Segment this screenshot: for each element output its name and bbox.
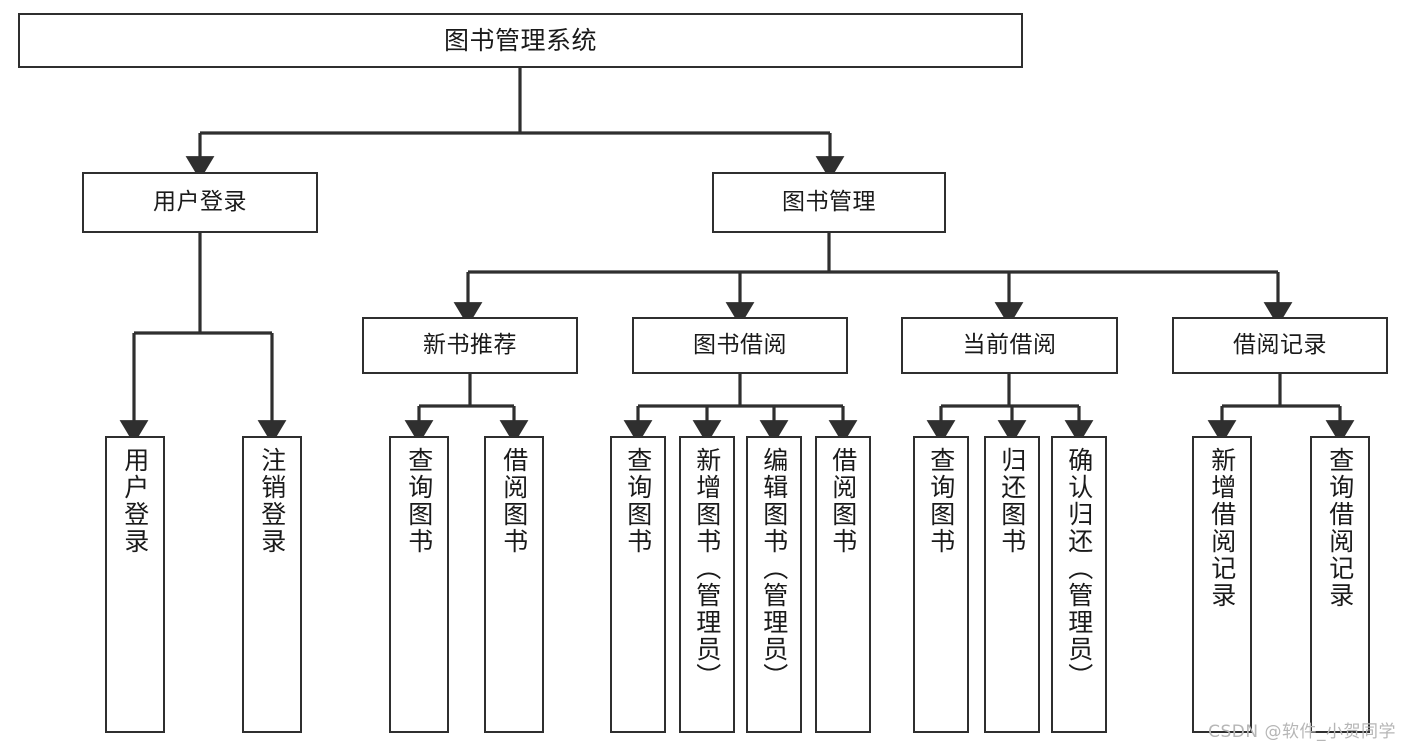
leaf-node-label: 查询图书 (404, 447, 434, 555)
leaf-node[interactable]: 编辑图书（管理员） (746, 436, 802, 733)
leaf-node-label: 查询借阅记录 (1325, 447, 1355, 609)
leaf-node-label: 确认归还（管理员） (1064, 447, 1094, 690)
leaf-node-label: 查询图书 (623, 447, 653, 555)
node-new-book-recommend[interactable]: 新书推荐 (362, 317, 578, 374)
leaf-node[interactable]: 归还图书 (984, 436, 1040, 733)
leaf-node[interactable]: 新增图书（管理员） (679, 436, 735, 733)
leaf-node[interactable]: 新增借阅记录 (1192, 436, 1252, 733)
leaf-node[interactable]: 查询图书 (389, 436, 449, 733)
node-book-management-label: 图书管理 (782, 188, 876, 215)
node-user-login[interactable]: 用户登录 (82, 172, 318, 233)
leaf-node-label: 查询图书 (926, 447, 956, 555)
node-book-management[interactable]: 图书管理 (712, 172, 946, 233)
leaf-node-label: 编辑图书（管理员） (759, 447, 789, 690)
leaf-node[interactable]: 借阅图书 (815, 436, 871, 733)
node-root[interactable]: 图书管理系统 (18, 13, 1023, 68)
leaf-node[interactable]: 查询借阅记录 (1310, 436, 1370, 733)
leaf-node[interactable]: 查询图书 (913, 436, 969, 733)
leaf-node-label: 新增图书（管理员） (692, 447, 722, 690)
node-borrow-records[interactable]: 借阅记录 (1172, 317, 1388, 374)
node-current-borrow-label: 当前借阅 (962, 331, 1057, 358)
node-new-book-recommend-label: 新书推荐 (423, 331, 517, 358)
node-borrow-records-label: 借阅记录 (1233, 331, 1327, 358)
leaf-node[interactable]: 确认归还（管理员） (1051, 436, 1107, 733)
node-root-label: 图书管理系统 (443, 25, 597, 55)
leaf-node[interactable]: 用户登录 (105, 436, 165, 733)
node-book-borrow[interactable]: 图书借阅 (632, 317, 848, 374)
leaf-node-label: 注销登录 (257, 447, 287, 555)
node-book-borrow-label: 图书借阅 (693, 331, 787, 358)
leaf-node[interactable]: 借阅图书 (484, 436, 544, 733)
node-current-borrow[interactable]: 当前借阅 (901, 317, 1118, 374)
leaf-node-label: 归还图书 (997, 447, 1027, 555)
leaf-node[interactable]: 注销登录 (242, 436, 302, 733)
leaf-node-label: 用户登录 (120, 447, 150, 555)
leaf-node-label: 借阅图书 (499, 447, 529, 555)
leaf-node[interactable]: 查询图书 (610, 436, 666, 733)
node-user-login-label: 用户登录 (153, 188, 247, 215)
leaf-node-label: 借阅图书 (828, 447, 858, 555)
leaf-node-label: 新增借阅记录 (1207, 447, 1237, 609)
